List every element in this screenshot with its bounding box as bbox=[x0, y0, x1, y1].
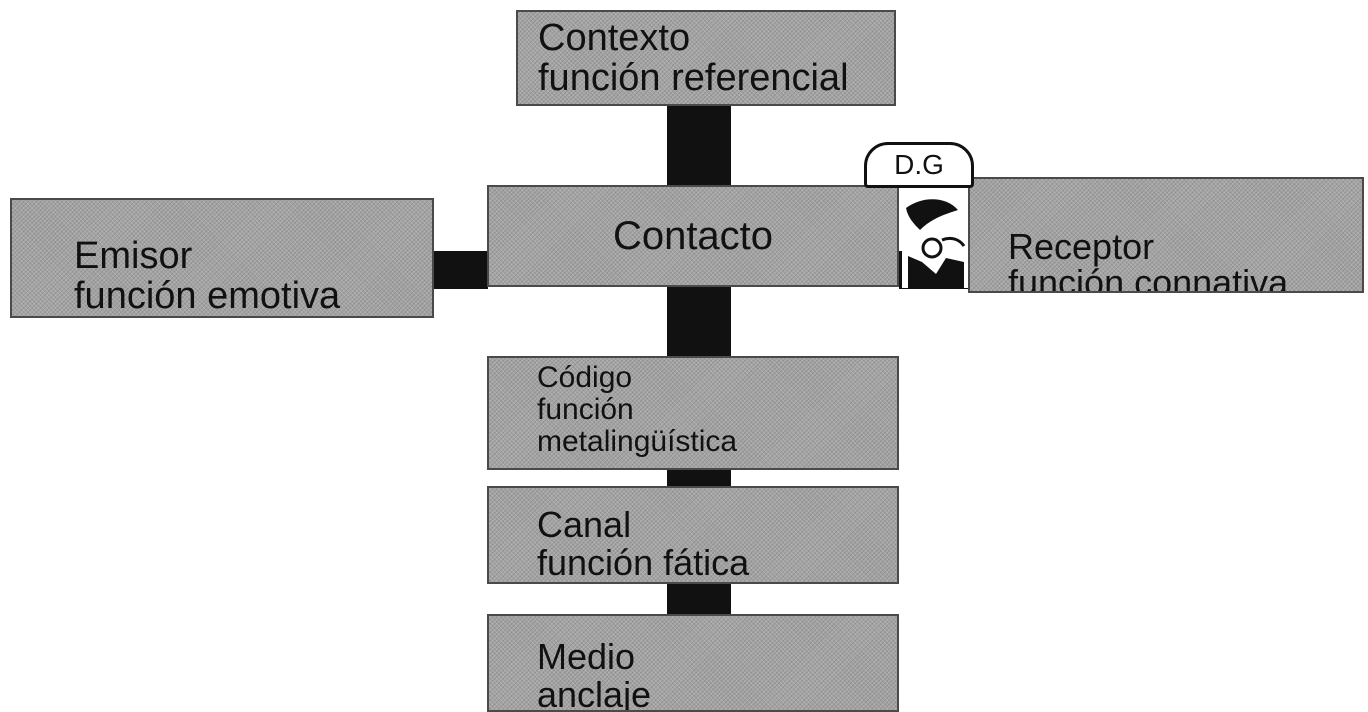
mascot-icon bbox=[902, 188, 968, 288]
contacto-box: Contacto bbox=[487, 185, 899, 287]
medio-box: Medio anclaje bbox=[487, 614, 899, 712]
emisor-function: función emotiva bbox=[74, 275, 341, 317]
connector-contexto-contacto bbox=[667, 106, 731, 186]
codigo-title: Código bbox=[537, 361, 633, 394]
dg-logo: D.G bbox=[864, 142, 974, 188]
contexto-function: función referencial bbox=[538, 57, 849, 99]
connector-emisor-contacto bbox=[434, 251, 488, 289]
emisor-box: Emisor función emotiva bbox=[10, 198, 434, 318]
emisor-title: Emisor bbox=[74, 235, 193, 277]
codigo-line2: función bbox=[537, 393, 634, 426]
medio-function: anclaje bbox=[537, 674, 652, 712]
receptor-title: Receptor bbox=[1008, 226, 1155, 267]
connector-canal-medio bbox=[667, 584, 731, 614]
contexto-title: Contexto bbox=[538, 17, 691, 59]
contacto-title: Contacto bbox=[612, 214, 774, 258]
canal-function: función fática bbox=[537, 542, 750, 583]
connector-codigo-canal bbox=[667, 470, 731, 486]
canal-title: Canal bbox=[537, 504, 632, 545]
medio-title: Medio bbox=[537, 636, 636, 677]
receptor-box: Receptor función connativa bbox=[968, 177, 1364, 293]
receptor-function: función connativa bbox=[1008, 262, 1289, 293]
contexto-box: Contexto función referencial bbox=[516, 10, 896, 106]
codigo-box: Código función metalingüística bbox=[487, 356, 899, 470]
codigo-line3: metalingüística bbox=[537, 425, 738, 458]
canal-box: Canal función fática bbox=[487, 486, 899, 584]
connector-contacto-codigo bbox=[667, 287, 731, 357]
